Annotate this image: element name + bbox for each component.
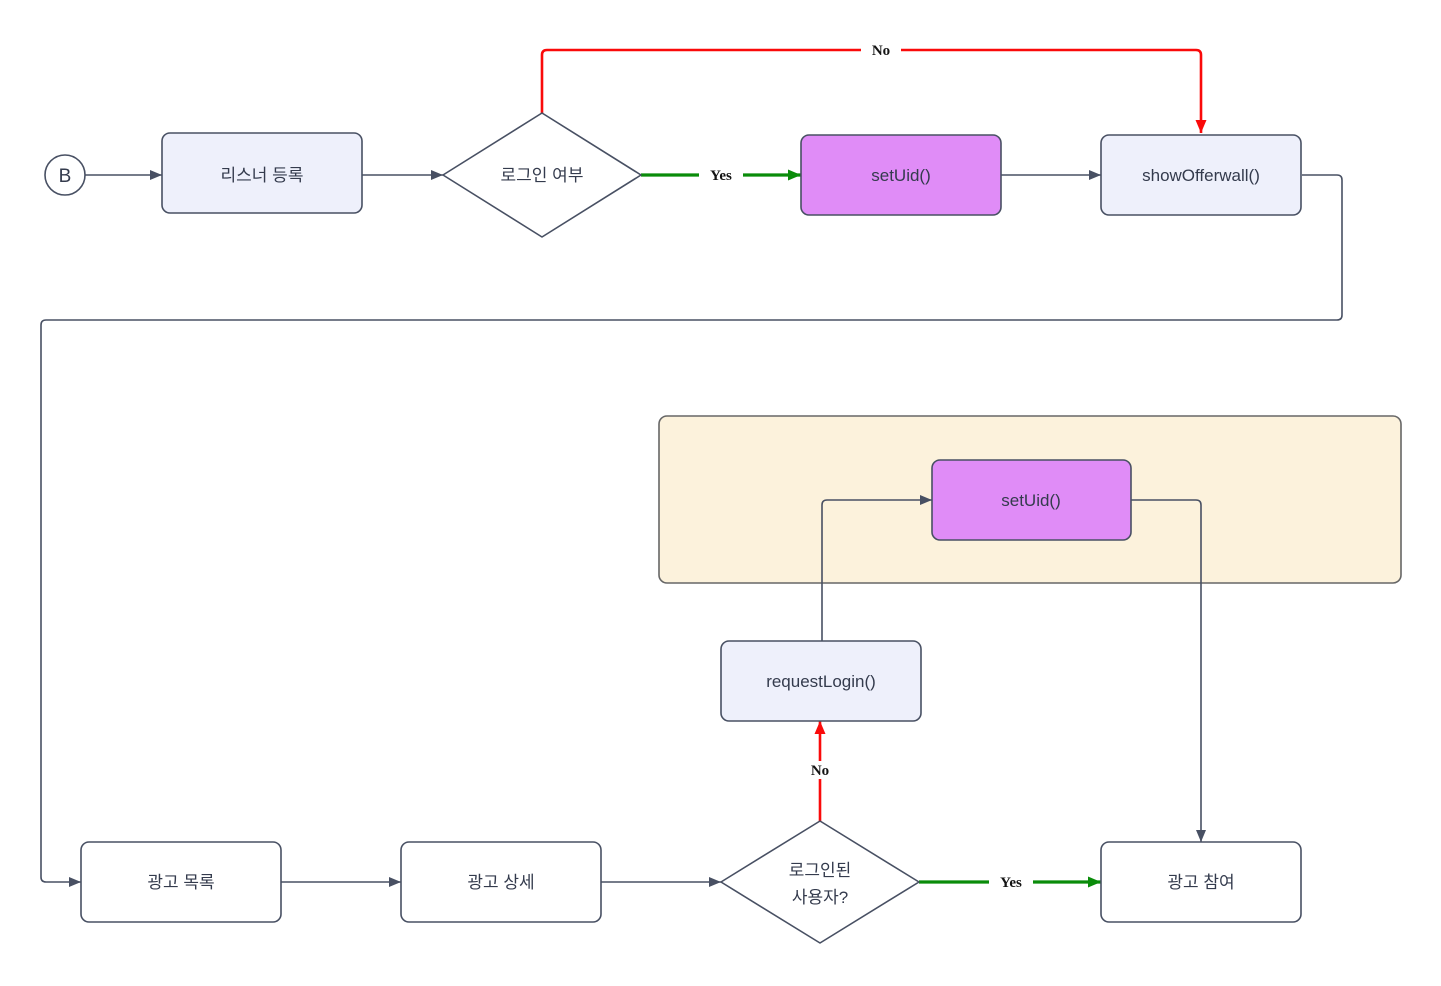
edge-requestlogin-to-setuid2 [821, 495, 932, 641]
node-logged-in-check-label-line2: 사용자? [792, 888, 848, 907]
node-ad-detail [400, 841, 602, 923]
edge-label-bg-no-bottom [798, 761, 842, 779]
node-show-offerwall [1100, 134, 1302, 216]
edge-setuid2-to-participate [1131, 499, 1206, 842]
node-setuid-group-label: setUid() [1001, 491, 1061, 510]
edge-label-no-top: No [872, 43, 890, 59]
edge-label-bg-yes-top [699, 166, 743, 184]
node-logged-in-check [720, 820, 920, 944]
edge-showofferwall-to-adlist [40, 174, 1343, 887]
edge-logincheck-no-to-showofferwall [540, 48, 1207, 133]
node-show-offerwall-label: showOfferwall() [1142, 166, 1260, 185]
node-ad-participate-label: 광고 참여 [1167, 873, 1234, 892]
node-listener-register-label: 리스너 등록 [221, 166, 304, 185]
node-request-login [720, 640, 922, 722]
node-ad-list-label: 광고 목록 [147, 873, 214, 892]
node-ad-detail-label: 광고 상세 [467, 873, 534, 892]
node-login-check-label: 로그인 여부 [501, 166, 584, 185]
node-setuid-group [931, 459, 1132, 541]
edge-label-yes-top: Yes [710, 168, 732, 184]
node-setuid-top [800, 134, 1002, 216]
edge-label-no-bottom: No [811, 763, 829, 779]
node-request-login-label: requestLogin() [766, 672, 876, 691]
edge-label-yes-bottom: Yes [1000, 875, 1022, 891]
node-ad-list [80, 841, 282, 923]
node-listener-register [161, 132, 363, 214]
node-logged-in-check-label-line1: 로그인된 [789, 861, 852, 880]
node-login-check [442, 112, 642, 238]
node-ad-participate [1100, 841, 1302, 923]
start-node-label: B [59, 166, 72, 187]
edge-label-bg-no-top [861, 41, 901, 59]
start-node [44, 154, 86, 196]
edge-label-bg-yes-bottom [989, 873, 1033, 891]
node-setuid-top-label: setUid() [871, 166, 931, 185]
